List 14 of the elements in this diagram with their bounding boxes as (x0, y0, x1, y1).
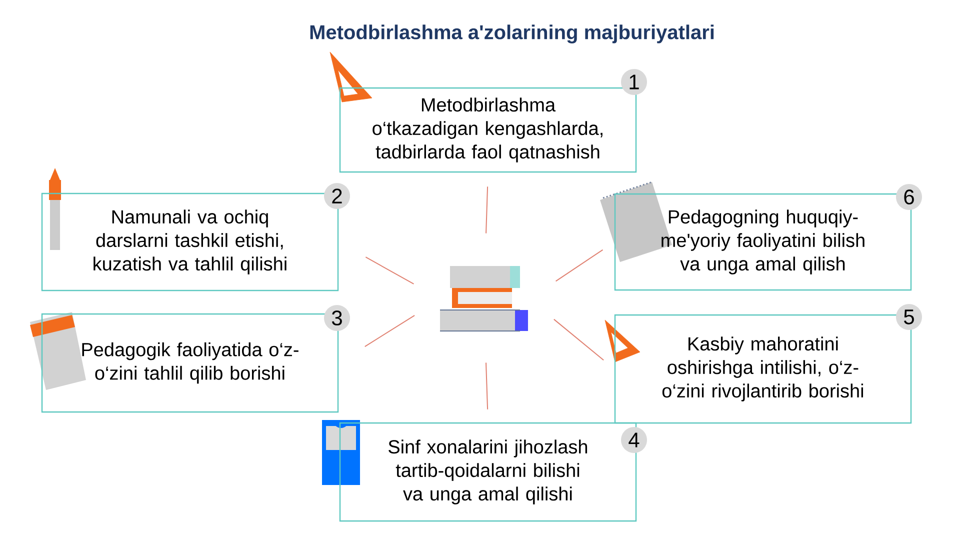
connector-line (486, 186, 488, 234)
number-badge: 6 (896, 184, 922, 210)
connector-line (365, 256, 414, 284)
number-badge: 2 (324, 183, 350, 209)
number-badge: 5 (896, 304, 922, 330)
number-badge: 3 (324, 305, 350, 331)
title: Metodbirlashma a'zolarining majburiyatlari (310, 24, 714, 44)
number-badge: 4 (621, 427, 647, 453)
connector-line (555, 249, 604, 282)
connector-line (553, 318, 604, 361)
number-badge: 1 (621, 69, 647, 95)
connector-line (364, 314, 416, 348)
connector-line (486, 362, 488, 410)
books-drawing (440, 266, 528, 332)
